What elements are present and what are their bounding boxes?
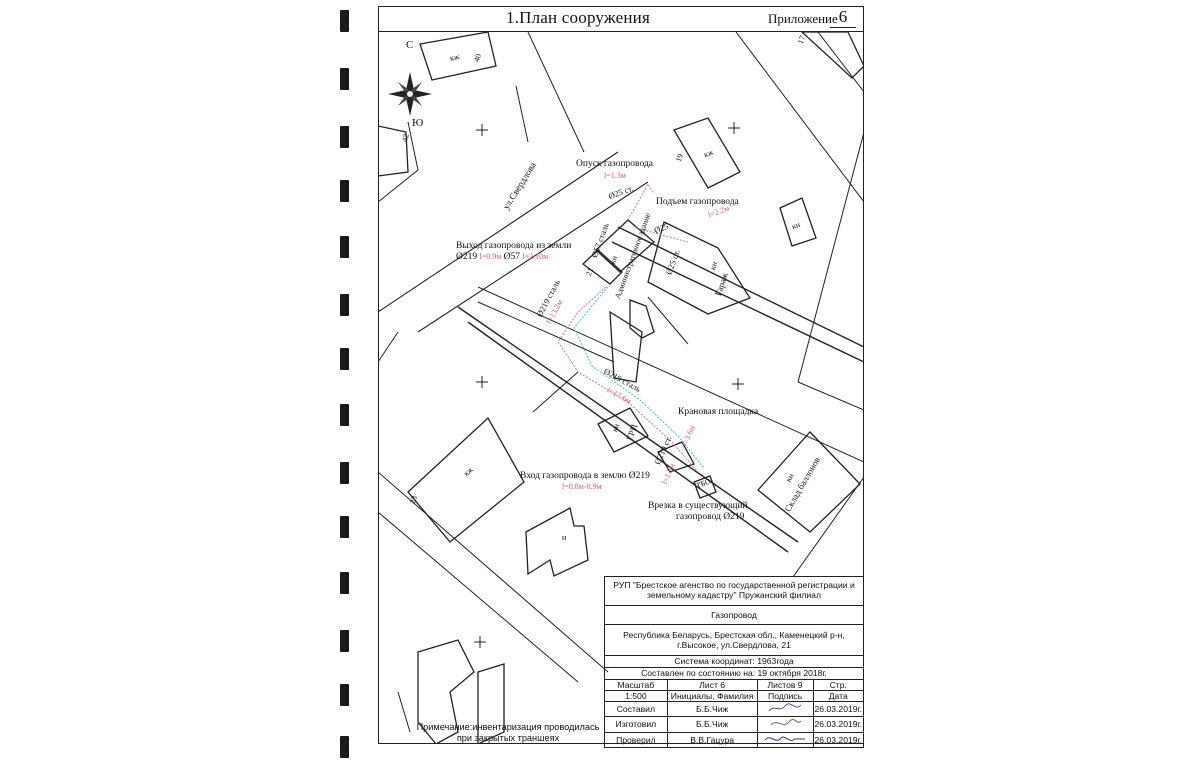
header-sheet: Лист 6 (666, 678, 758, 692)
header-signature: Подпись (756, 690, 814, 703)
gas-route-pink (557, 286, 699, 473)
header-date: Дата (812, 690, 865, 703)
object-address: Республика Беларусь, Брестская обл., Кам… (604, 624, 864, 656)
tbo (693, 475, 717, 499)
crane-platform (657, 441, 695, 473)
garage (647, 221, 751, 315)
header-initials: Инициалы, Фамилия (666, 690, 758, 703)
warehouse (757, 431, 861, 533)
date-checked: 26.03.2019г. (812, 731, 865, 748)
appendix-label: Приложение (768, 11, 838, 26)
organization-name: РУП "Брестское агенство по государственн… (604, 576, 864, 606)
header-scale: Масштаб (604, 678, 668, 692)
street-edge-left (378, 151, 619, 313)
name-made: Б.Б.Чиж (666, 716, 758, 733)
small-shed (629, 299, 655, 339)
pipeline-corridor (457, 306, 799, 543)
table-row: Проверил В.В.Гацура 26.03.2019г. (604, 731, 865, 748)
lower-building (417, 639, 475, 744)
rise-label: Подъем газопровода (656, 197, 739, 207)
plan-drawing (378, 32, 864, 744)
compass-rose (388, 72, 432, 116)
table-row: Составил Б.Б.Чиж 26.03.2019г. (604, 701, 865, 718)
title-block: РУП "Брестское агенство по государственн… (604, 576, 865, 748)
signature-checked (756, 731, 814, 748)
scale-value: 1:500 (604, 690, 668, 703)
role-compiled: Составил (604, 701, 668, 718)
name-checked: В.В.Гацура (666, 731, 758, 748)
binding-holes (340, 0, 354, 760)
date-compiled: 26.03.2019г. (812, 701, 865, 718)
entry-label: Вход газопровода в землю Ø219 (520, 471, 650, 481)
role-made: Изготовил (604, 716, 668, 733)
header-page: Стр. (812, 678, 865, 692)
signature-mark (764, 736, 806, 741)
kn-shed (525, 507, 589, 577)
crane-label: Крановая площадка (678, 407, 759, 417)
tie-in-label-line2: газопровод Ø219 (676, 512, 745, 522)
house-17 (801, 32, 864, 79)
signature-mark (768, 703, 802, 712)
compiled-date: Составлен по состоянию на: 19 октября 20… (604, 667, 864, 680)
exit-label-line1: Выход газопровода из земли (456, 241, 572, 251)
plan-sheet: 1.План сооружения Приложение 6 (378, 6, 865, 748)
role-checked: Проверил (604, 731, 668, 748)
kn-shed-label: н (562, 533, 567, 542)
gas-route-cyan (573, 283, 705, 469)
coordinate-system: Система координат: 1963года (604, 655, 864, 668)
exit-label-line2: Ø219 l=0.9м Ø57 l=2.10м (456, 252, 549, 262)
entry-length: l=0.8м-0.9м (562, 482, 602, 491)
house-40 (419, 32, 497, 81)
kn-small (779, 197, 817, 247)
name-compiled: Б.Б.Чиж (666, 701, 758, 718)
house-42 (378, 125, 409, 177)
boundary-line (527, 32, 585, 153)
date-made: 26.03.2019г. (812, 716, 865, 733)
descent-label: Опуск газопровода (576, 159, 653, 169)
signature-mark (770, 719, 802, 726)
compass-north: С (406, 39, 414, 51)
title-row: 1.План сооружения Приложение 6 (378, 6, 864, 32)
signature-made (756, 716, 814, 733)
site-plan-map: С Ю кж 40 42 19 кж 17 кн ул.Свердлова 21… (378, 32, 864, 744)
page-title: 1.План сооружения (506, 8, 650, 27)
tie-in-label-line1: Врезка в существующий (648, 501, 748, 511)
title-block-table: РУП "Брестское агенство по государственн… (604, 576, 865, 748)
inventory-note: Примечание:инвентаризация проводилась пр… (416, 722, 600, 743)
table-row: Изготовил Б.Б.Чиж 26.03.2019г. (604, 716, 865, 733)
street-edge-right (417, 181, 649, 333)
admin-building (595, 219, 655, 273)
signature-compiled (756, 701, 814, 718)
object-name: Газопровод (604, 605, 864, 625)
house-19 (673, 117, 741, 189)
appendix-number: 6 (830, 7, 856, 28)
house-42-number: 42 (400, 133, 411, 143)
header-sheets: Листов 9 (756, 678, 814, 692)
house-23 (407, 416, 525, 543)
compass-south: Ю (412, 117, 424, 129)
grp (597, 407, 649, 453)
descent-length: l=1.3м (604, 171, 626, 180)
